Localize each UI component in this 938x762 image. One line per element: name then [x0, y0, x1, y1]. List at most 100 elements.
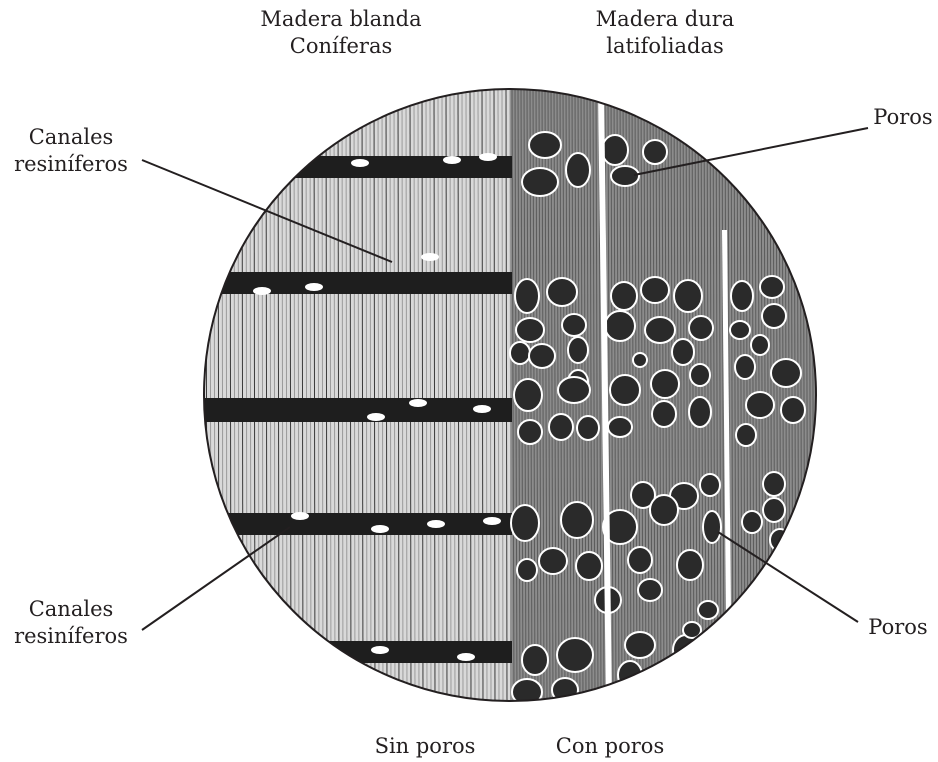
pore — [689, 316, 713, 340]
softwood-fiber-line — [238, 85, 239, 705]
pore — [672, 339, 694, 365]
pore — [566, 153, 590, 187]
softwood-fiber-line — [234, 85, 235, 705]
pore — [666, 668, 694, 692]
pore — [762, 304, 786, 328]
softwood-fiber-line — [214, 85, 215, 705]
softwood-fiber-line — [278, 85, 279, 705]
pore — [674, 280, 702, 312]
pore — [511, 505, 539, 541]
pore — [611, 282, 637, 310]
resin-canal — [367, 413, 385, 421]
resin-canal — [473, 405, 491, 413]
pore — [700, 474, 720, 496]
pore — [517, 559, 537, 581]
pore — [736, 424, 756, 446]
pore — [518, 420, 542, 444]
pore — [689, 397, 711, 427]
resin-band — [200, 156, 512, 178]
pore — [751, 335, 769, 355]
pore — [515, 279, 539, 313]
hardwood-fiber-line — [818, 85, 820, 705]
resin-canal — [291, 512, 309, 520]
pore — [561, 502, 593, 538]
pore — [760, 276, 784, 298]
pore — [638, 579, 662, 601]
softwood-fiber-line — [262, 85, 263, 705]
pore — [539, 548, 567, 574]
pore — [742, 511, 762, 533]
pore — [730, 321, 750, 339]
softwood-fiber-line — [210, 85, 211, 705]
pore — [677, 550, 703, 580]
softwood-fiber-line — [222, 85, 223, 705]
pore — [576, 552, 602, 580]
softwood-fiber-line — [282, 85, 283, 705]
pore — [625, 632, 655, 658]
pore — [703, 511, 721, 543]
pore — [628, 547, 652, 573]
pore — [781, 397, 805, 423]
pore — [514, 379, 542, 411]
softwood-fiber-line — [226, 85, 227, 705]
pore — [529, 132, 561, 158]
pore — [610, 375, 640, 405]
pore — [771, 359, 801, 387]
pore — [746, 392, 774, 418]
softwood-fiber-line — [274, 85, 275, 705]
pore — [735, 355, 755, 379]
pore — [731, 281, 753, 311]
pore — [763, 472, 785, 496]
resin-canal — [253, 287, 271, 295]
pore — [641, 277, 669, 303]
pore — [562, 314, 586, 336]
pore — [547, 278, 577, 306]
resin-canal — [371, 525, 389, 533]
resin-canal — [443, 156, 461, 164]
softwood-fiber-line — [266, 85, 267, 705]
resin-canal — [305, 283, 323, 291]
resin-canal — [351, 159, 369, 167]
softwood-fiber-line — [254, 85, 255, 705]
pore — [549, 414, 573, 440]
pore — [645, 317, 675, 343]
resin-band — [200, 513, 512, 535]
resin-canal — [457, 653, 475, 661]
resin-canal — [427, 520, 445, 528]
softwood-fiber-line — [202, 85, 203, 705]
softwood-fiber-line — [286, 85, 287, 705]
softwood-fiber-line — [218, 85, 219, 705]
resin-canal — [409, 399, 427, 407]
softwood-fiber-line — [246, 85, 247, 705]
softwood-fiber-line — [290, 85, 291, 705]
pore — [618, 661, 642, 689]
resin-canal — [421, 253, 439, 261]
pore — [522, 645, 548, 675]
pore — [516, 318, 544, 342]
pore — [690, 364, 710, 386]
resin-canal — [483, 517, 501, 525]
softwood-fiber-line — [242, 85, 243, 705]
pore — [652, 401, 676, 427]
resin-canal — [371, 646, 389, 654]
softwood-fiber-line — [258, 85, 259, 705]
softwood-fiber-line — [206, 85, 207, 705]
pore — [557, 638, 593, 672]
pore — [611, 166, 639, 186]
pore — [643, 140, 667, 164]
pore — [650, 495, 678, 525]
resin-band — [200, 272, 512, 294]
pore — [698, 601, 718, 619]
pore — [605, 311, 635, 341]
pore — [510, 342, 530, 364]
softwood-fiber-line — [230, 85, 231, 705]
pore — [522, 168, 558, 196]
resin-band — [200, 398, 512, 422]
pore — [558, 377, 590, 403]
pore — [763, 498, 785, 522]
pore — [577, 416, 599, 440]
pore — [529, 344, 555, 368]
softwood-fiber-line — [270, 85, 271, 705]
resin-canal — [479, 153, 497, 161]
